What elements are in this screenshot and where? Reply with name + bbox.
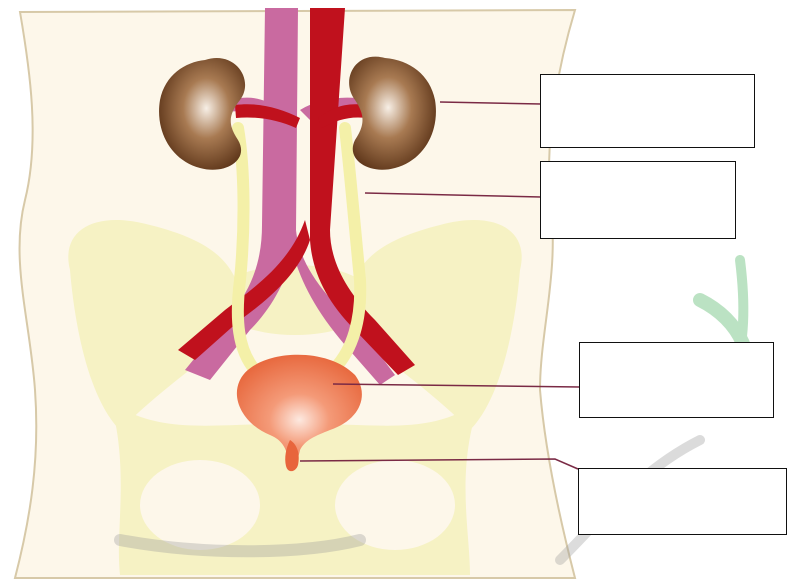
label-box-urethra[interactable]: [578, 468, 787, 535]
label-box-ureter[interactable]: [540, 161, 736, 239]
label-box-kidney[interactable]: [540, 74, 755, 148]
label-box-bladder[interactable]: [579, 342, 774, 418]
